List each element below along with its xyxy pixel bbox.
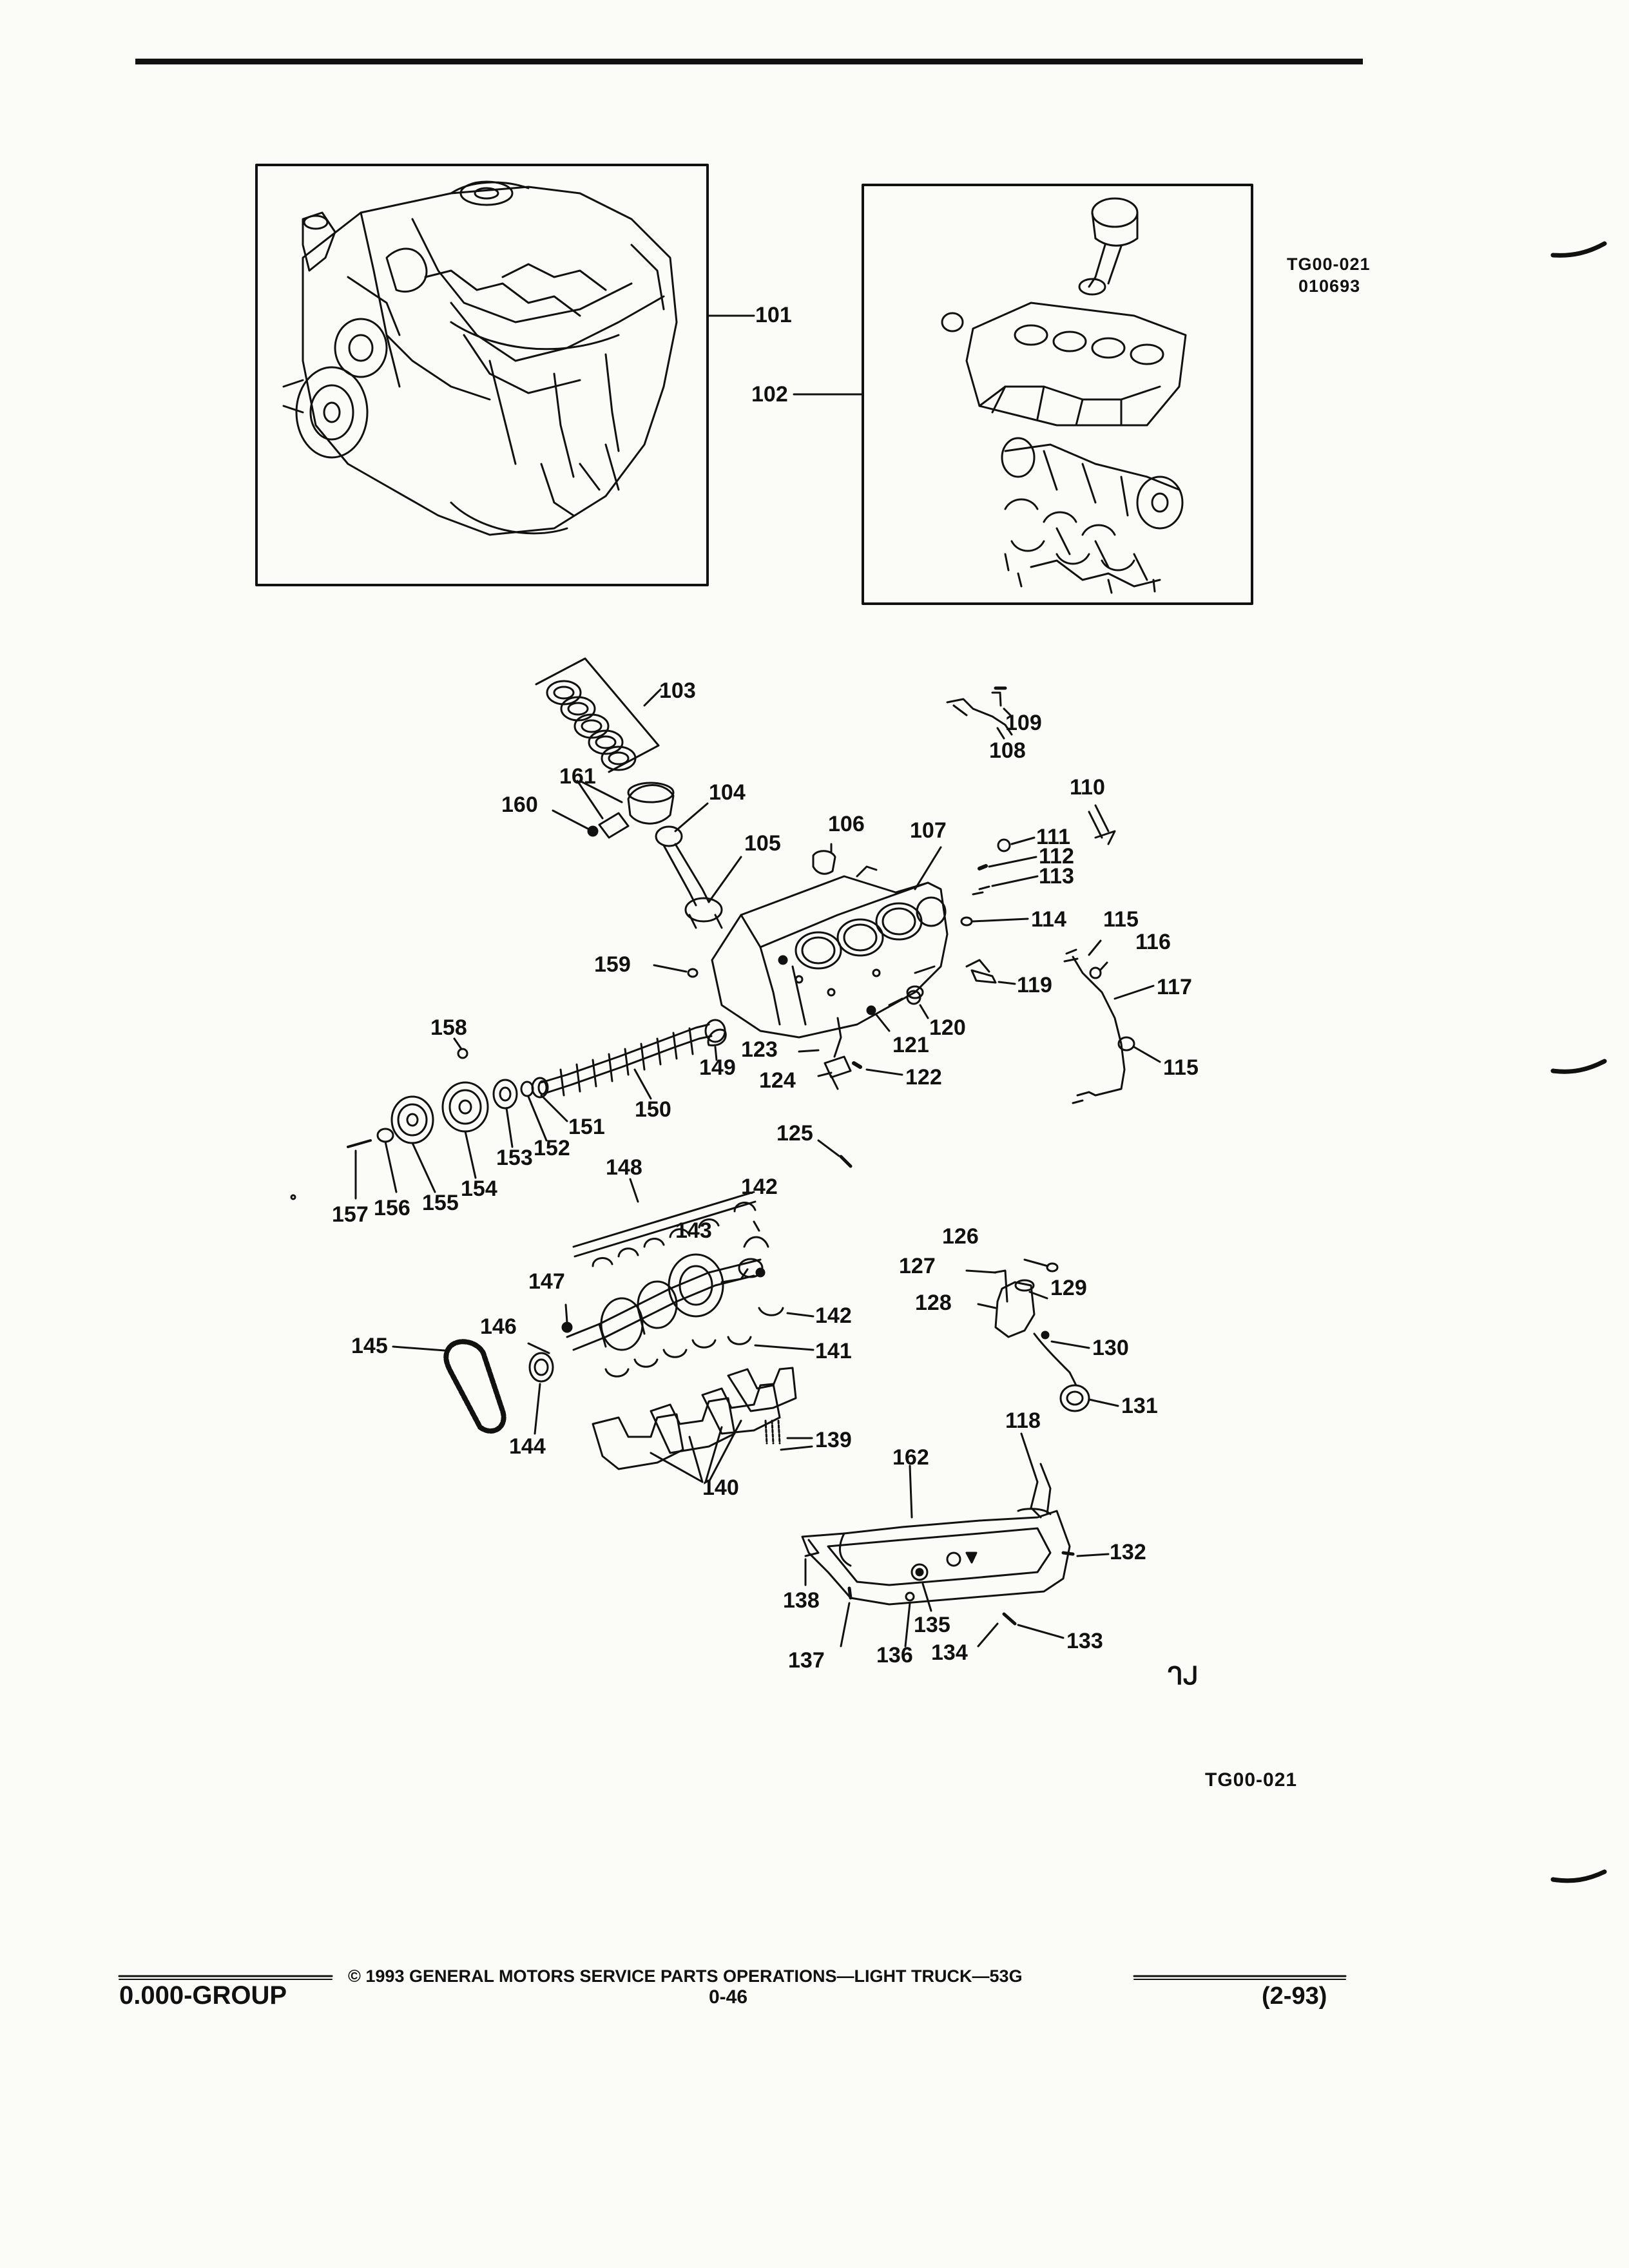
piston-rings <box>535 657 660 773</box>
callout-136: 136 <box>876 1643 913 1667</box>
callout-118: 118 <box>1005 1408 1041 1433</box>
callout-146: 146 <box>480 1314 517 1339</box>
callout-130: 130 <box>1092 1336 1129 1360</box>
callout-139: 139 <box>815 1428 852 1452</box>
callout-117: 117 <box>1157 975 1192 999</box>
callout-161: 161 <box>559 764 596 789</box>
oil-pan <box>801 1461 1075 1626</box>
page-number: 0-46 <box>709 1986 748 2008</box>
engine-assembly-illustration <box>255 164 709 586</box>
callout-153: 153 <box>496 1146 533 1170</box>
callout-148: 148 <box>606 1155 642 1180</box>
figure-code-bottom: TG00-021 <box>1205 1769 1298 1791</box>
callout-124: 124 <box>759 1068 796 1093</box>
callout-158: 158 <box>430 1015 467 1040</box>
callout-147: 147 <box>528 1269 565 1294</box>
callout-111: 111 <box>1036 825 1070 849</box>
callout-101: 101 <box>755 303 792 327</box>
callout-110: 110 <box>1070 775 1105 800</box>
callout-142-upper: 142 <box>741 1175 778 1199</box>
callout-144: 144 <box>509 1434 546 1459</box>
callout-115-lower: 115 <box>1163 1055 1199 1080</box>
main-bearing-caps <box>592 1367 797 1470</box>
revision-date: (2-93) <box>1262 1983 1327 2010</box>
timing-chain <box>443 1339 506 1434</box>
callout-119: 119 <box>1017 973 1052 997</box>
callout-131: 131 <box>1121 1394 1158 1418</box>
callout-157: 157 <box>332 1202 369 1227</box>
callout-114: 114 <box>1031 907 1066 932</box>
group-label: 0.000-GROUP <box>119 1981 287 2010</box>
callout-133: 133 <box>1066 1629 1103 1653</box>
callout-103: 103 <box>659 678 696 703</box>
callout-152: 152 <box>534 1136 570 1160</box>
callout-149: 149 <box>699 1055 736 1080</box>
callout-112: 112 <box>1039 844 1074 869</box>
top-rule <box>135 59 1363 64</box>
callout-140: 140 <box>702 1475 739 1500</box>
callout-109: 109 <box>1005 711 1042 735</box>
callout-102: 102 <box>751 382 788 407</box>
callout-120: 120 <box>929 1015 966 1040</box>
callout-104: 104 <box>709 780 746 805</box>
callout-137: 137 <box>788 1648 825 1673</box>
partial-engine-illustration <box>862 184 1253 605</box>
figure-code: TG00-021 <box>1287 255 1371 274</box>
callout-150: 150 <box>635 1097 671 1122</box>
callout-154: 154 <box>461 1177 497 1201</box>
callout-126: 126 <box>942 1224 979 1249</box>
callout-122: 122 <box>905 1065 942 1090</box>
callout-162: 162 <box>892 1445 929 1470</box>
callout-141: 141 <box>815 1339 852 1363</box>
reference-glyph: ᒉᒍ <box>1168 1663 1199 1690</box>
callout-151: 151 <box>568 1115 605 1139</box>
callout-156: 156 <box>374 1196 410 1220</box>
connecting-rod <box>655 825 723 929</box>
callout-108: 108 <box>989 738 1026 763</box>
piston <box>587 782 675 839</box>
callout-132: 132 <box>1110 1540 1146 1564</box>
callout-115-upper: 115 <box>1103 907 1139 932</box>
callout-128: 128 <box>915 1291 952 1315</box>
crankshaft <box>566 1253 766 1351</box>
figure-date-code: 010693 <box>1298 276 1361 296</box>
callout-143: 143 <box>675 1218 712 1243</box>
callout-106: 106 <box>828 812 865 836</box>
cylinder-block <box>711 865 990 1090</box>
callout-145: 145 <box>351 1334 388 1358</box>
callout-123: 123 <box>741 1037 778 1062</box>
callout-159: 159 <box>594 952 631 977</box>
callout-134: 134 <box>931 1640 968 1665</box>
callout-127: 127 <box>899 1254 936 1278</box>
callout-105: 105 <box>744 831 781 856</box>
callout-107: 107 <box>910 818 947 843</box>
copyright-line: © 1993 GENERAL MOTORS SERVICE PARTS OPER… <box>348 1966 1023 1986</box>
callout-155: 155 <box>422 1191 459 1215</box>
camshaft <box>537 1019 726 1097</box>
callout-125: 125 <box>776 1121 813 1146</box>
callout-116: 116 <box>1135 930 1171 954</box>
callout-160: 160 <box>501 793 538 817</box>
callout-121: 121 <box>892 1033 929 1057</box>
oil-line <box>1063 948 1135 1104</box>
callout-142-lower: 142 <box>815 1303 852 1328</box>
callout-113: 113 <box>1039 864 1074 889</box>
callout-138: 138 <box>783 1588 820 1613</box>
callout-129: 129 <box>1050 1276 1087 1300</box>
bracket <box>946 698 1013 736</box>
callout-135: 135 <box>914 1613 950 1637</box>
